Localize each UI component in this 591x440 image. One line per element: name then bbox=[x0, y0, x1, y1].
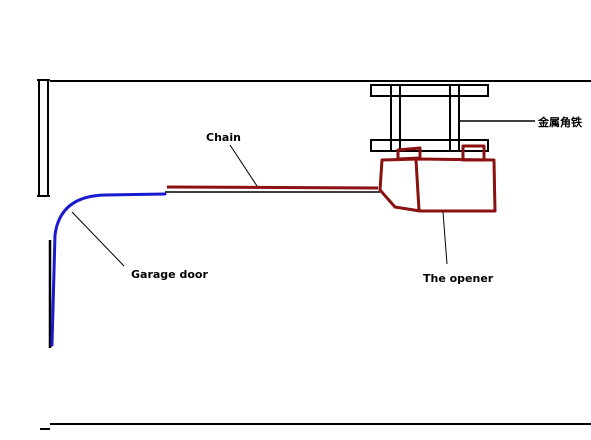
door-leader bbox=[71, 211, 125, 267]
chain-leader bbox=[229, 144, 258, 187]
door-header bbox=[37, 79, 50, 197]
opener-label: The opener bbox=[423, 272, 494, 285]
opener-unit bbox=[378, 144, 497, 213]
chain-line bbox=[166, 185, 379, 190]
garage-door-label: Garage door bbox=[131, 268, 208, 281]
angle-iron-label: 金属角铁 bbox=[537, 115, 582, 129]
chain-label: Chain bbox=[206, 131, 241, 144]
opener-leader bbox=[442, 211, 448, 265]
garage-door-curve bbox=[50, 192, 167, 347]
angle-iron-bracket bbox=[370, 84, 535, 152]
